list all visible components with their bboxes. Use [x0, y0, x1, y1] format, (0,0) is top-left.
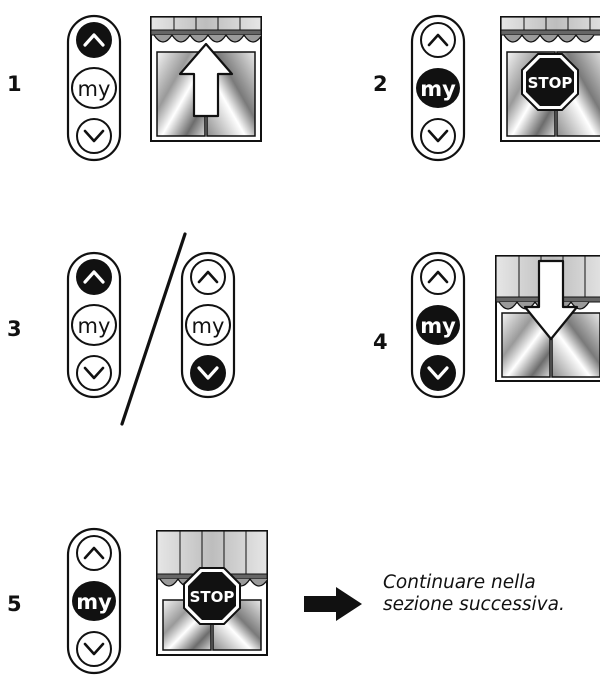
remote-control-step-4: my — [410, 251, 466, 399]
my-label: my — [78, 77, 111, 101]
up-chevron-icon — [83, 270, 105, 284]
up-button[interactable] — [76, 259, 112, 295]
my-button[interactable]: my — [72, 581, 116, 621]
down-chevron-icon — [427, 366, 449, 380]
my-button[interactable]: my — [416, 305, 460, 345]
window-awning-step-4 — [495, 255, 600, 382]
up-chevron-icon — [83, 546, 105, 560]
up-button[interactable] — [420, 259, 456, 295]
remote-control-step-3b: my — [180, 251, 236, 399]
remote-control-step-1: my — [66, 14, 122, 162]
step-number-1: 1 — [7, 72, 22, 96]
arrow-right-icon — [304, 587, 362, 621]
my-label: my — [420, 77, 456, 101]
down-button[interactable] — [420, 118, 456, 154]
down-chevron-icon — [83, 129, 105, 143]
my-label: my — [78, 314, 111, 338]
continue-note-line-2: sezione successiva. — [383, 594, 565, 615]
stop-sign-label: STOP — [190, 588, 235, 606]
my-button[interactable]: my — [416, 68, 460, 108]
remote-control-step-3a: my — [66, 251, 122, 399]
down-button[interactable] — [76, 631, 112, 667]
remote-control-step-2: my — [410, 14, 466, 162]
stop-sign-icon: STOP — [521, 53, 579, 111]
continue-note-line-1: Continuare nella — [383, 572, 536, 593]
up-button[interactable] — [420, 22, 456, 58]
down-chevron-icon — [83, 642, 105, 656]
arrow-up-icon — [178, 42, 234, 118]
window-awning-step-2: STOP — [500, 16, 600, 142]
up-button[interactable] — [76, 22, 112, 58]
step-number-4: 4 — [373, 330, 388, 354]
my-label: my — [192, 314, 225, 338]
up-button[interactable] — [190, 259, 226, 295]
down-button[interactable] — [420, 355, 456, 391]
my-button[interactable]: my — [185, 304, 231, 346]
step-number-3: 3 — [7, 317, 22, 341]
my-label: my — [420, 314, 456, 338]
my-button[interactable]: my — [71, 304, 117, 346]
step-number-2: 2 — [373, 72, 388, 96]
my-button[interactable]: my — [71, 67, 117, 109]
down-chevron-icon — [427, 129, 449, 143]
my-label: my — [76, 590, 112, 614]
step-number-5: 5 — [7, 592, 22, 616]
down-chevron-icon — [197, 366, 219, 380]
down-button[interactable] — [190, 355, 226, 391]
stop-sign-icon: STOP — [183, 567, 241, 625]
window-awning-step-5: STOP — [156, 530, 268, 656]
up-button[interactable] — [76, 535, 112, 571]
up-chevron-icon — [427, 33, 449, 47]
window-awning-step-1 — [150, 16, 262, 142]
or-divider-slash — [120, 232, 187, 426]
up-chevron-icon — [427, 270, 449, 284]
up-chevron-icon — [197, 270, 219, 284]
up-chevron-icon — [83, 33, 105, 47]
down-button[interactable] — [76, 355, 112, 391]
remote-control-step-5: my — [66, 527, 122, 675]
arrow-down-icon — [523, 259, 579, 341]
stop-sign-label: STOP — [528, 74, 573, 92]
down-chevron-icon — [83, 366, 105, 380]
down-button[interactable] — [76, 118, 112, 154]
continue-note: Continuare nella sezione successiva. — [383, 572, 600, 616]
